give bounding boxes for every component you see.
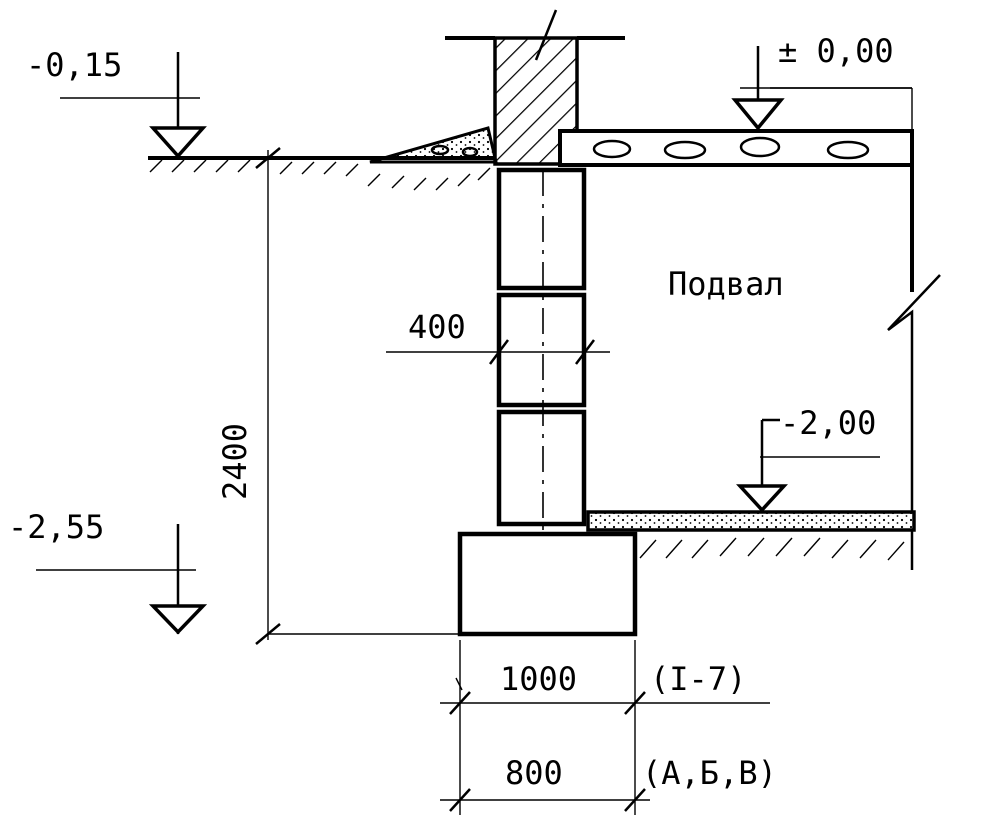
floor-slab <box>558 87 914 167</box>
axis-note-1: (I-7) <box>650 660 746 698</box>
dimension-depth: 2400 <box>216 147 460 645</box>
elevation-mark-footing-base: -2,55 <box>8 508 208 635</box>
elevation-label-basement-floor: -2,00 <box>780 404 876 442</box>
footing-pad <box>457 531 638 637</box>
elevation-label-footing-base: -2,55 <box>8 508 104 546</box>
dimension-footing-widths: 1000 800 (I-7) (А,Б,В) <box>440 640 777 815</box>
wall-block-1 <box>496 167 587 291</box>
dimension-wall-thickness: 400 <box>386 308 610 365</box>
elevation-label-floor: ± 0,00 <box>778 32 894 70</box>
dimension-depth-label: 2400 <box>216 423 254 500</box>
dimension-footing-width-2: 800 <box>505 754 563 792</box>
basement-floor <box>586 510 916 570</box>
wall-block-3 <box>496 409 587 527</box>
axis-note-2: (А,Б,В) <box>642 754 777 792</box>
room-label-basement: Подвал <box>668 265 784 303</box>
elevation-mark-floor: ± 0,00 <box>731 32 912 131</box>
dimension-wall-thickness-label: 400 <box>408 308 466 346</box>
dimension-footing-width-1: 1000 <box>500 660 577 698</box>
elevation-label-ground: -0,15 <box>26 46 122 84</box>
elevation-mark-ground: -0,15 <box>26 46 207 159</box>
blind-area-wedge <box>369 126 498 164</box>
basement-right-boundary <box>887 165 941 512</box>
foundation-wall-blocks <box>496 167 587 527</box>
wall-block-2 <box>496 292 587 408</box>
elevation-mark-basement-floor: -2,00 <box>736 404 880 513</box>
